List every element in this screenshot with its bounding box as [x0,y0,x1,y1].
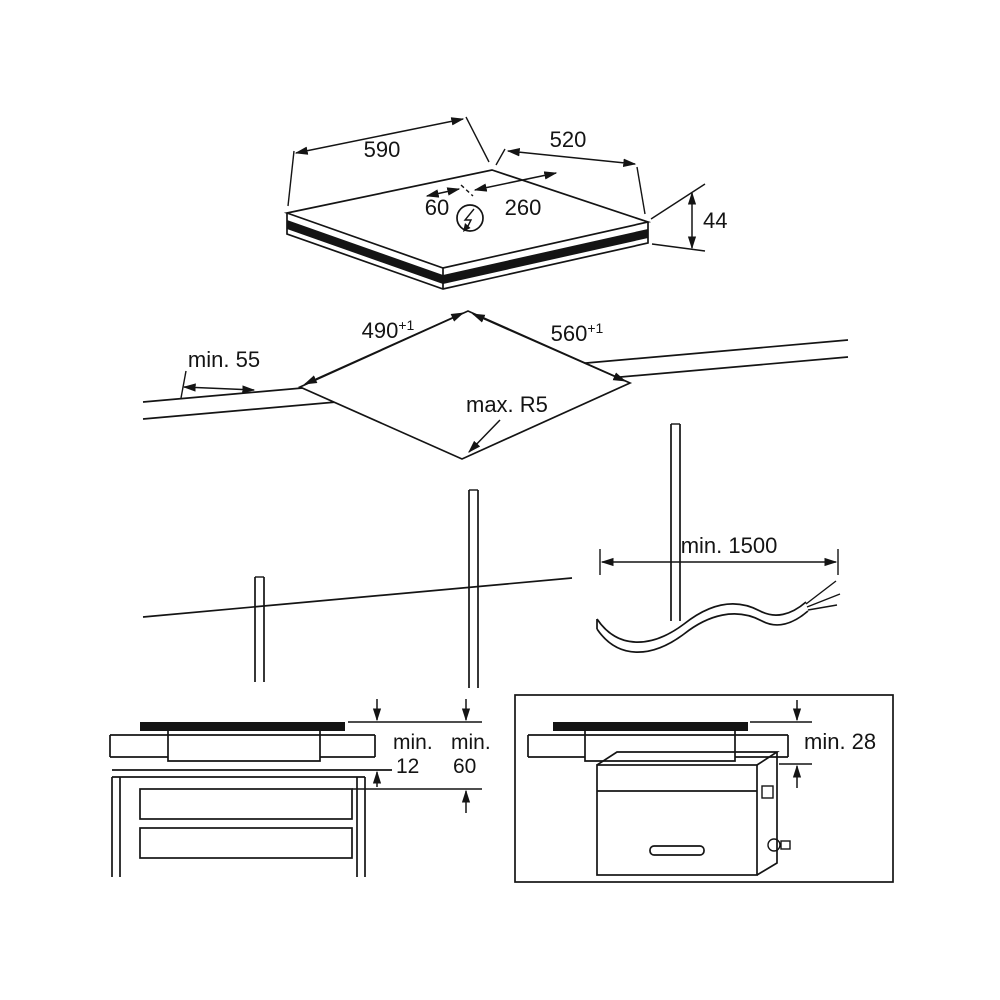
dim-label-drawer-gap: 12 [396,755,419,778]
dim-label-hob-width: 590 [364,137,401,162]
dim-line-depth [506,148,637,167]
cabinet-leg [468,489,479,688]
cable-wave [596,610,809,653]
connection-point-mark [460,184,474,197]
lightning-bolt-tip [463,223,471,232]
oven-knob [767,838,781,852]
hob-base-band-left [287,220,443,284]
oven-installation-view: min. 28 [514,694,894,883]
dim-label-side-clearance: min. 55 [188,347,260,372]
dim-label-drawer-min: min. [393,731,433,754]
hob-body-side [167,731,321,762]
hob-base-band-right [443,229,648,284]
dim-label-cable-length: min. 1500 [681,533,778,558]
oven-side-edge [756,752,778,876]
dim-label-hob-depth: 520 [550,127,587,152]
dim-line-cutout-width [471,313,627,382]
dim-label-corner-radius: max. R5 [466,392,548,417]
oven-vent-detail [761,785,774,799]
oven-top-edge [596,751,780,766]
dim-line-cutout-depth [303,312,465,385]
dim-label-cutout-width: 560+1 [551,320,604,346]
oven-knob-stem [780,840,791,850]
cable-wave [596,601,807,643]
extension-line [465,116,490,163]
hob-glass-side [140,722,345,731]
detail-box [514,694,894,883]
extension-line [287,150,295,207]
drawer-front [139,788,353,820]
dim-label-connection-offset: 60 [425,195,449,220]
dim-label-cutout-depth: 490+1 [362,317,415,343]
drawer-front [139,827,353,859]
dim-label-vent-gap: 60 [453,755,476,778]
hob-top-view: 590 520 60 260 44 [283,116,727,290]
mains-cable-view: min. 1500 [596,533,841,653]
dim-label-oven-clearance: min. 28 [804,729,876,754]
power-connection-circle [456,204,484,232]
drawer-installation-view: min. 12 min. 60 [109,699,491,877]
dim-line-connection-offset [425,187,461,198]
extension-line [651,243,706,252]
corner-radius-arrow [468,419,501,453]
extension-line [495,148,506,166]
lightning-bolt-icon [463,208,475,231]
extension-line [180,370,187,399]
extension-line [650,183,706,220]
oven-handle [649,845,705,856]
cabinet-leg [670,423,681,621]
oven-front [596,764,758,876]
extension-line [636,166,646,215]
dim-line-width [294,117,465,155]
hob-body-side [584,731,736,762]
dim-line-connection-distance [473,171,558,192]
worktop-cutout-view: 490+1 560+1 min. 55 max. R5 [142,310,849,688]
dim-label-connection-distance: 260 [505,195,542,220]
dim-label-hob-height: 44 [703,208,727,233]
dim-label-vent-min: min. [451,731,491,754]
cable-wire-ends [805,580,841,611]
dim-line-side-clearance [182,383,256,394]
worktop-lower-edge-line [142,577,573,618]
hob-glass-side [553,722,748,731]
cabinet-leg [254,576,265,682]
